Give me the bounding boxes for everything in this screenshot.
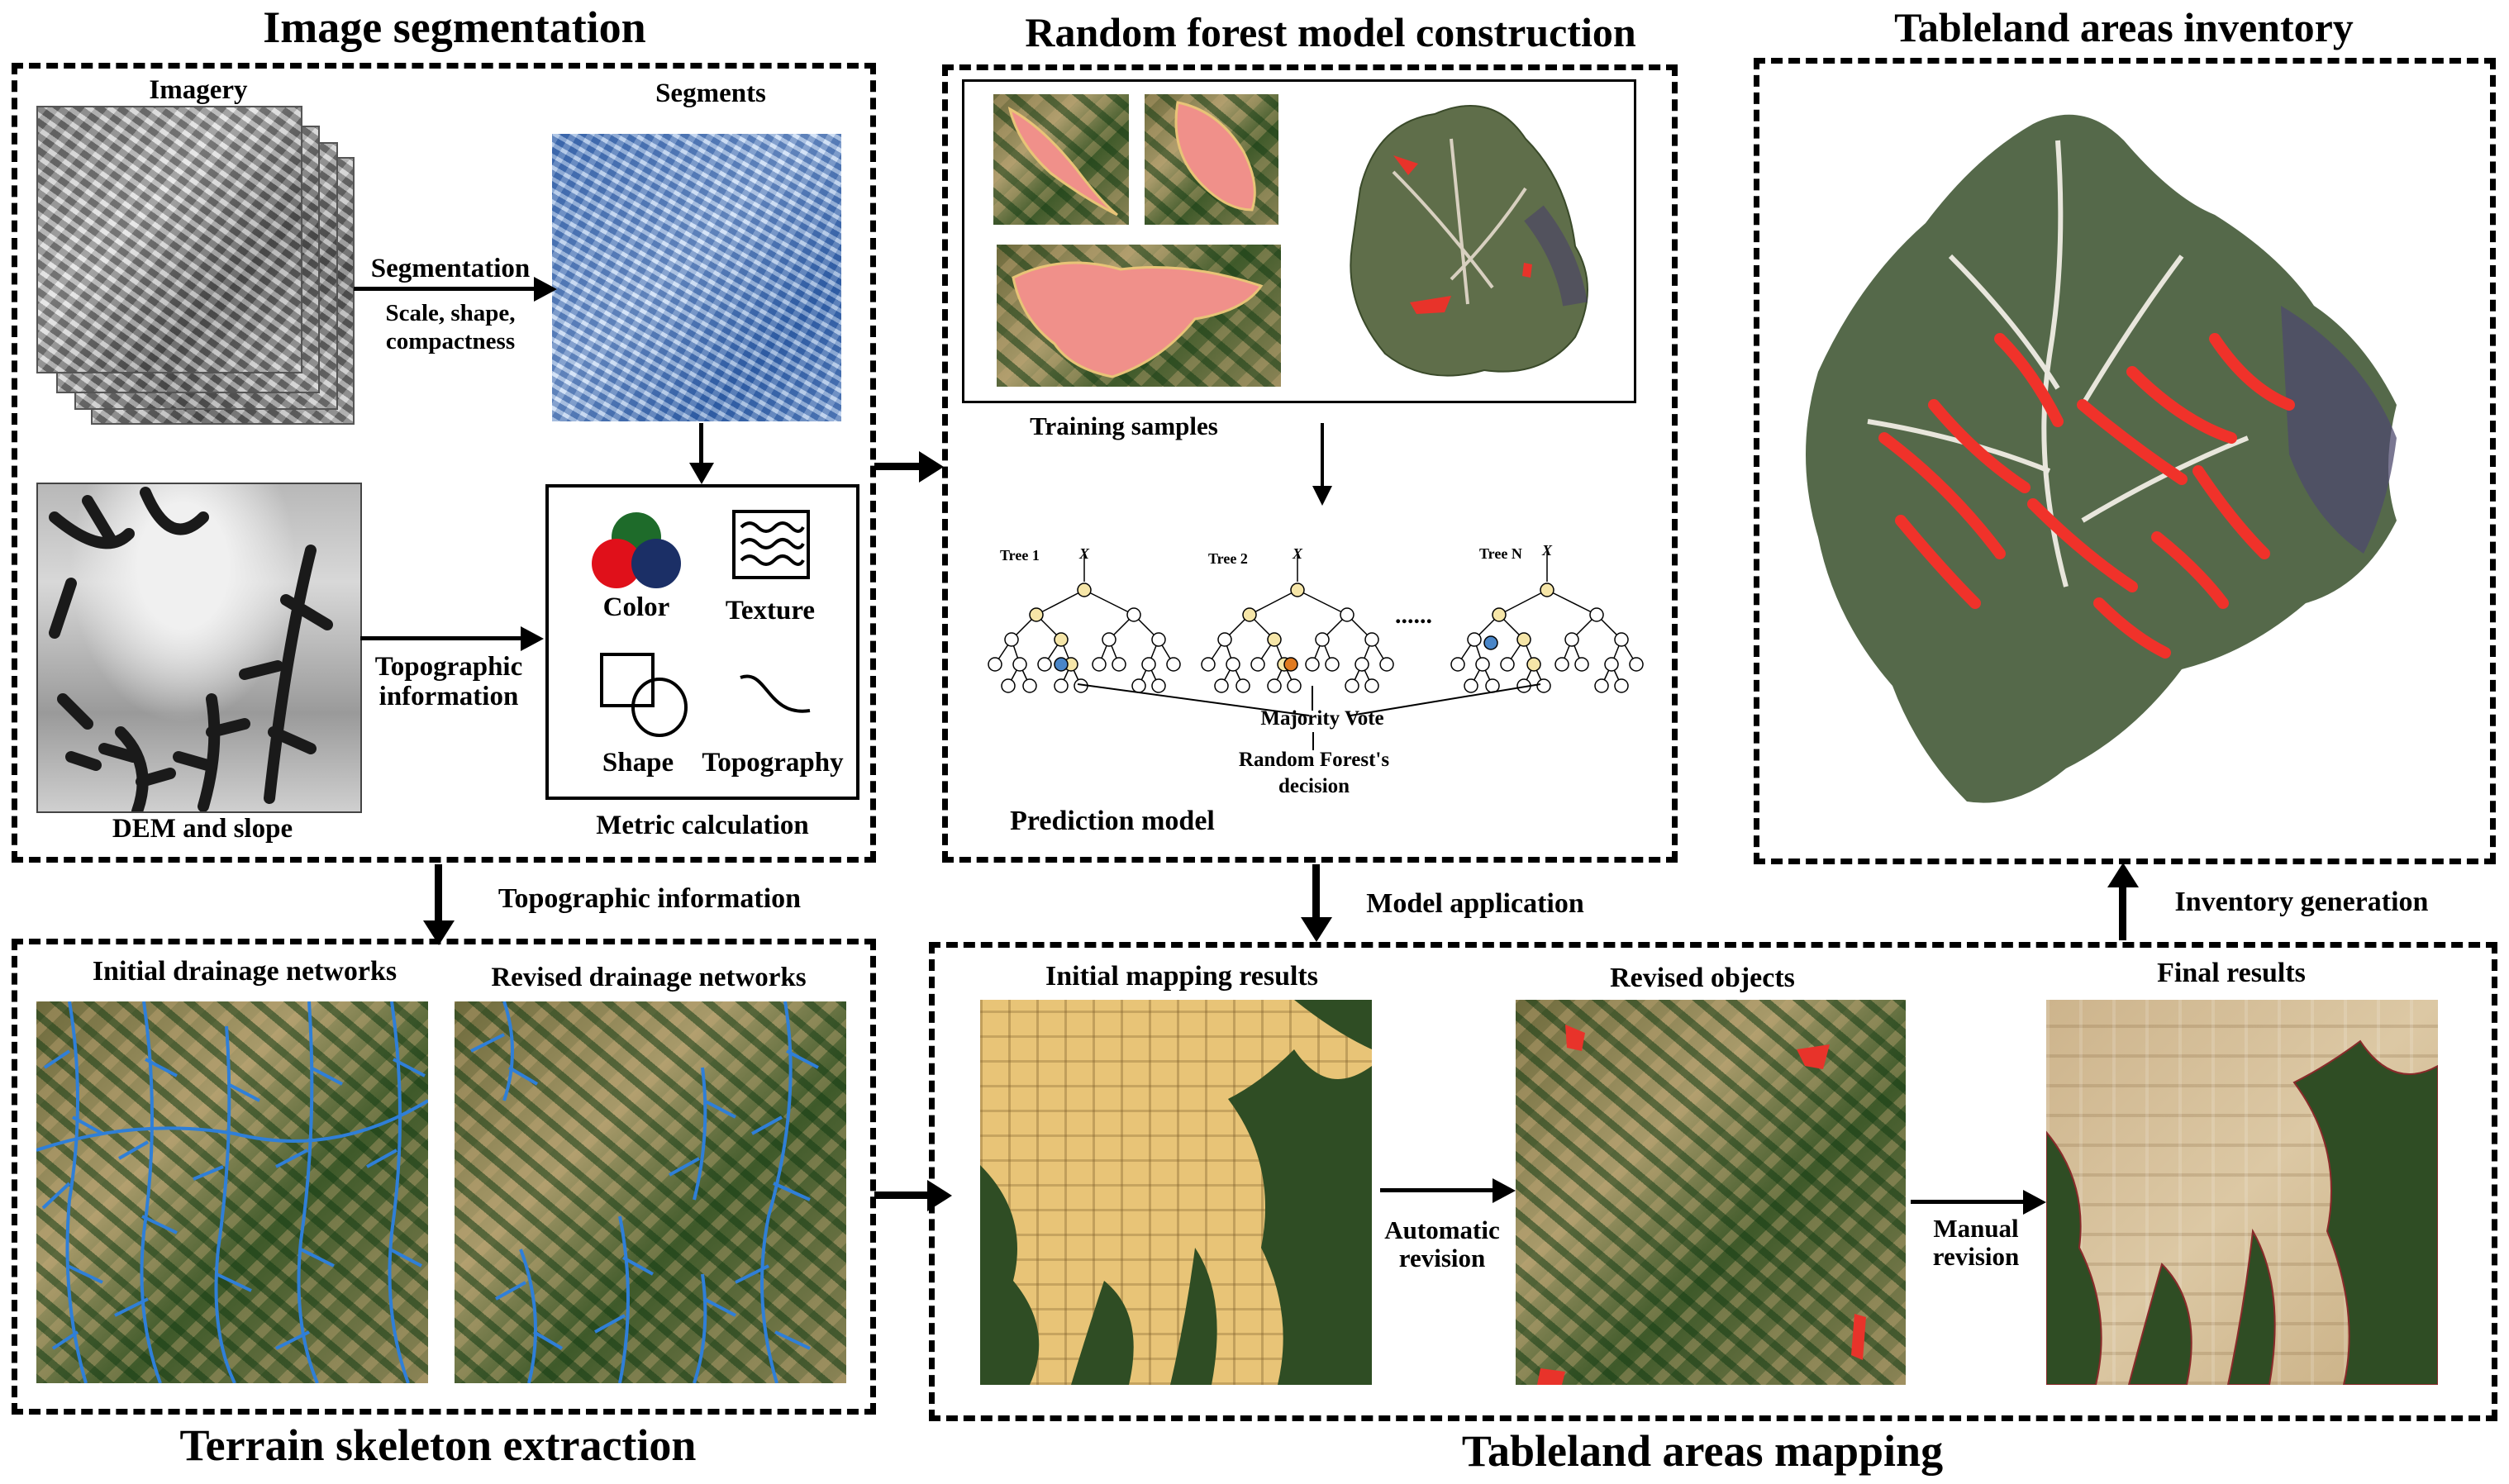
topo-down-arrowhead xyxy=(423,920,455,945)
tree1-x-label: X xyxy=(1079,545,1090,562)
imagery-image xyxy=(36,106,302,373)
terrain-box xyxy=(12,939,876,1415)
tree-ellipsis: ...... xyxy=(1395,602,1432,629)
texture-icon xyxy=(732,510,810,579)
topography-label: Topography xyxy=(702,748,844,778)
revised-drainage-label: Revised drainage networks xyxy=(491,963,807,992)
seg-to-rf-arrow xyxy=(874,463,924,470)
metric-calc-label: Metric calculation xyxy=(596,811,809,840)
color-icon xyxy=(592,512,681,588)
segments-image xyxy=(552,134,841,421)
topo-info-line2: information xyxy=(378,682,519,711)
rf-decision-line2: decision xyxy=(1278,775,1350,797)
sample-image-1 xyxy=(993,94,1129,225)
inventory-map xyxy=(1785,91,2471,835)
random-forest-title: Random forest model construction xyxy=(1025,9,1636,55)
model-application-label: Model application xyxy=(1366,888,1584,919)
tree1-label: Tree 1 xyxy=(1000,547,1040,564)
mapping-box xyxy=(929,942,2497,1421)
sample-image-2 xyxy=(1145,94,1278,225)
shape-label: Shape xyxy=(602,748,674,778)
topography-icon xyxy=(740,674,811,713)
dem-valleys xyxy=(49,487,333,811)
dem-slope-label: DEM and slope xyxy=(112,814,293,844)
inventory-gen-arrowhead xyxy=(2107,863,2139,887)
topo-down-arrow xyxy=(435,864,442,925)
training-to-tree-arrow xyxy=(1321,423,1324,489)
segmentation-params-line1: Scale, shape, xyxy=(385,300,516,326)
image-segmentation-title: Image segmentation xyxy=(263,2,646,52)
terrain-to-mapping-arrow xyxy=(874,1191,932,1199)
model-app-arrow xyxy=(1312,864,1320,922)
automatic-revision-arrow xyxy=(1380,1188,1496,1192)
automatic-revision-arrowhead xyxy=(1493,1178,1516,1203)
manual-revision-arrowhead xyxy=(2023,1190,2046,1215)
manual-revision-line1: Manual xyxy=(1933,1214,2019,1243)
shape-icon xyxy=(600,653,688,737)
segmentation-params-line2: compactness xyxy=(385,328,516,354)
prediction-model-label: Prediction model xyxy=(1010,806,1215,836)
majority-vote-label: Majority Vote xyxy=(1260,707,1384,730)
sample-image-3 xyxy=(997,245,1281,387)
topo-info-line1: Topographic xyxy=(374,652,523,682)
tree2-label: Tree 2 xyxy=(1208,550,1248,567)
automatic-revision-line2: revision xyxy=(1398,1244,1486,1272)
final-results-label: Final results xyxy=(2157,958,2306,988)
imagery-label: Imagery xyxy=(149,75,248,105)
inventory-title: Tableland areas inventory xyxy=(1894,4,2354,50)
manual-revision-line2: revision xyxy=(1932,1242,2020,1271)
inventory-box xyxy=(1754,58,2496,864)
automatic-revision-line1: Automatic xyxy=(1384,1215,1500,1244)
revised-drainage-image xyxy=(455,1001,846,1383)
training-samples-label: Training samples xyxy=(1030,411,1218,440)
tree2-x-label: X xyxy=(1293,545,1303,562)
topo-arrowhead xyxy=(521,626,544,651)
inventory-generation-label: Inventory generation xyxy=(2174,887,2429,917)
random-forest-box xyxy=(942,64,1678,863)
segments-down-arrowhead xyxy=(689,463,714,484)
training-to-tree-arrowhead xyxy=(1312,486,1332,506)
initial-mapping-image xyxy=(980,1000,1372,1385)
final-results-image xyxy=(2046,1000,2438,1385)
segmentation-label: Segmentation xyxy=(370,254,531,283)
initial-mapping-label: Initial mapping results xyxy=(1045,961,1318,992)
segments-label: Segments xyxy=(655,78,766,108)
segments-down-arrow xyxy=(699,423,703,466)
revised-objects-image xyxy=(1516,1000,1906,1385)
terrain-title: Terrain skeleton extraction xyxy=(179,1420,697,1470)
manual-revision-arrow xyxy=(1911,1200,2026,1204)
random-forest-trees xyxy=(988,552,1644,716)
image-segmentation-box xyxy=(12,63,876,863)
rf-decision-line1: Random Forest's xyxy=(1238,749,1390,771)
color-label: Color xyxy=(602,592,670,622)
initial-drainage-image xyxy=(36,1001,428,1383)
vote-arrow xyxy=(1312,732,1314,750)
texture-label: Texture xyxy=(725,596,816,625)
dem-slope-image xyxy=(36,483,362,813)
revised-objects-label: Revised objects xyxy=(1610,963,1795,993)
topo-arrow xyxy=(360,636,524,640)
model-app-arrowhead xyxy=(1301,917,1332,942)
treeN-x-label: X xyxy=(1542,542,1553,559)
mapping-title: Tableland areas mapping xyxy=(1461,1426,1944,1476)
seg-to-rf-arrowhead xyxy=(919,451,944,483)
segmentation-arrowhead xyxy=(534,277,557,302)
treeN-label: Tree N xyxy=(1479,545,1522,562)
watershed-samples-map xyxy=(1327,89,1608,395)
segmentation-arrow xyxy=(354,287,537,291)
topographic-information-flow-label: Topographic information xyxy=(498,883,802,914)
initial-drainage-label: Initial drainage networks xyxy=(92,956,398,987)
inventory-gen-arrow xyxy=(2119,886,2126,940)
